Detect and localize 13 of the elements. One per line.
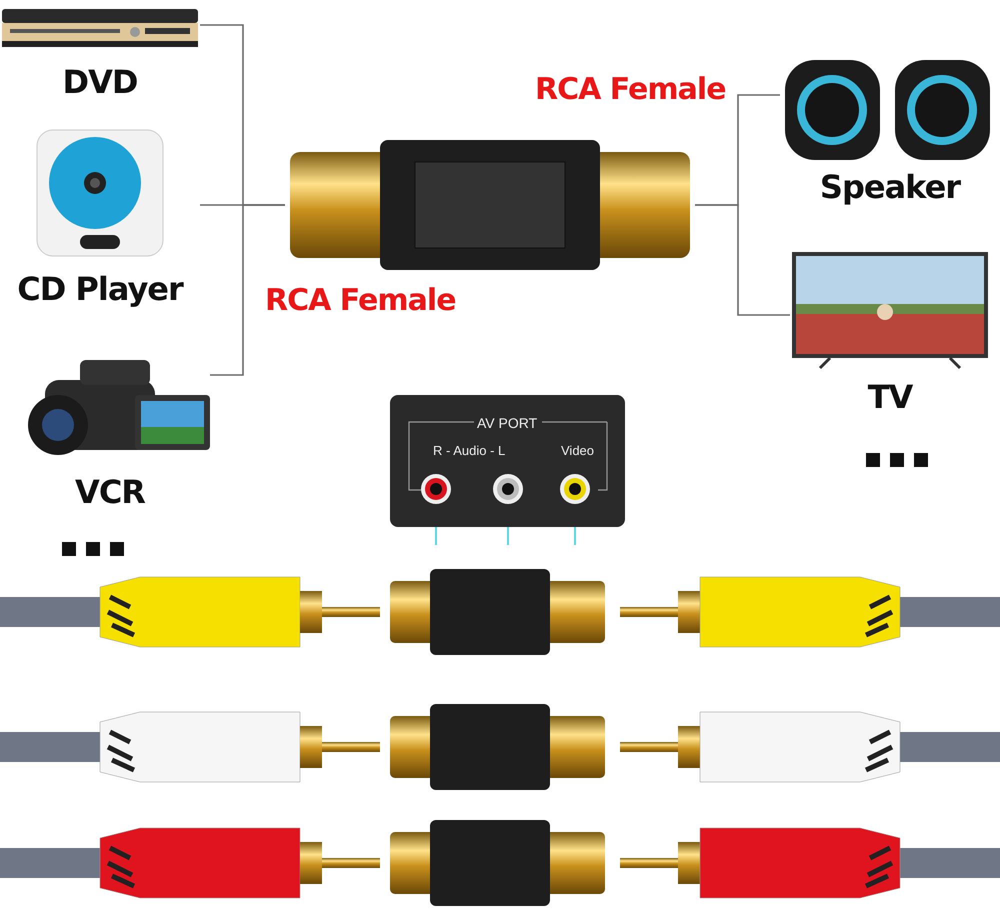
device-label: DVD <box>62 63 138 101</box>
connector-type-label: RCA Female <box>535 72 726 107</box>
leader-line <box>435 527 437 545</box>
device-label: TV <box>866 378 914 416</box>
device-label: Speaker <box>818 168 962 206</box>
device-label: CD Player <box>16 270 184 308</box>
connector-type-label: RCA Female <box>265 283 456 318</box>
av-port-panel <box>390 395 625 527</box>
device-label: VCR <box>74 473 146 511</box>
leader-line <box>507 527 509 545</box>
connector-line <box>210 204 285 376</box>
leader-line <box>574 527 576 545</box>
connector-line <box>695 204 790 316</box>
